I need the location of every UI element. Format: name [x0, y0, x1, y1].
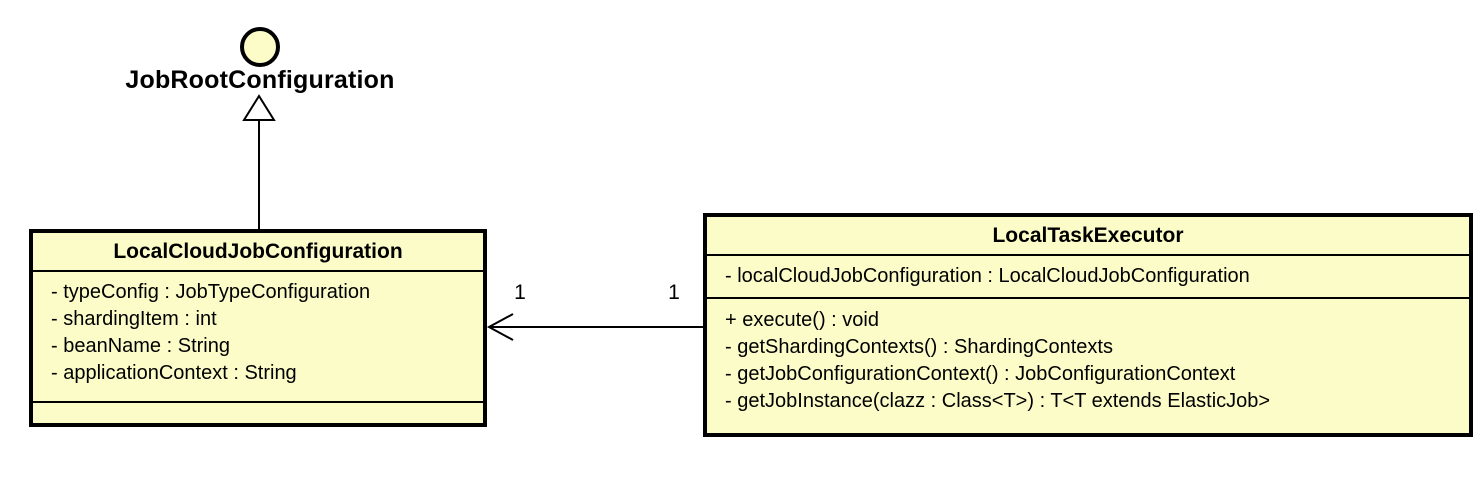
multiplicity-label-source: 1 [668, 281, 680, 304]
methods-compartment: + execute() : void - getShardingContexts… [707, 299, 1469, 433]
interface-lollipop-icon [240, 27, 280, 67]
class-title: LocalTaskExecutor [707, 217, 1469, 256]
attributes-compartment: - localCloudJobConfiguration : LocalClou… [707, 256, 1469, 299]
method-line: - getShardingContexts() : ShardingContex… [725, 336, 1113, 358]
interface-label: JobRootConfiguration [125, 66, 395, 94]
attribute-line: - localCloudJobConfiguration : LocalClou… [725, 265, 1250, 287]
attribute-line: - applicationContext : String [51, 362, 297, 384]
attributes-compartment: - typeConfig : JobTypeConfiguration - sh… [33, 272, 483, 401]
attribute-line: - typeConfig : JobTypeConfiguration [51, 281, 371, 303]
method-line: + execute() : void [725, 309, 879, 331]
class-title: LocalCloudJobConfiguration [33, 233, 483, 272]
method-line: - getJobConfigurationContext() : JobConf… [725, 363, 1236, 385]
realization-triangle-icon [242, 94, 276, 121]
method-line: - getJobInstance(clazz : Class<T>) : T<T… [725, 390, 1271, 412]
class-box-localcloudjobconfiguration: LocalCloudJobConfiguration - typeConfig … [29, 229, 487, 427]
methods-compartment-empty [33, 401, 483, 423]
multiplicity-label-target: 1 [514, 281, 526, 304]
association-arrowhead-icon [486, 313, 514, 341]
attribute-line: - shardingItem : int [51, 308, 217, 330]
class-box-localtaskexecutor: LocalTaskExecutor - localCloudJobConfigu… [703, 213, 1473, 437]
attribute-line: - beanName : String [51, 335, 230, 357]
